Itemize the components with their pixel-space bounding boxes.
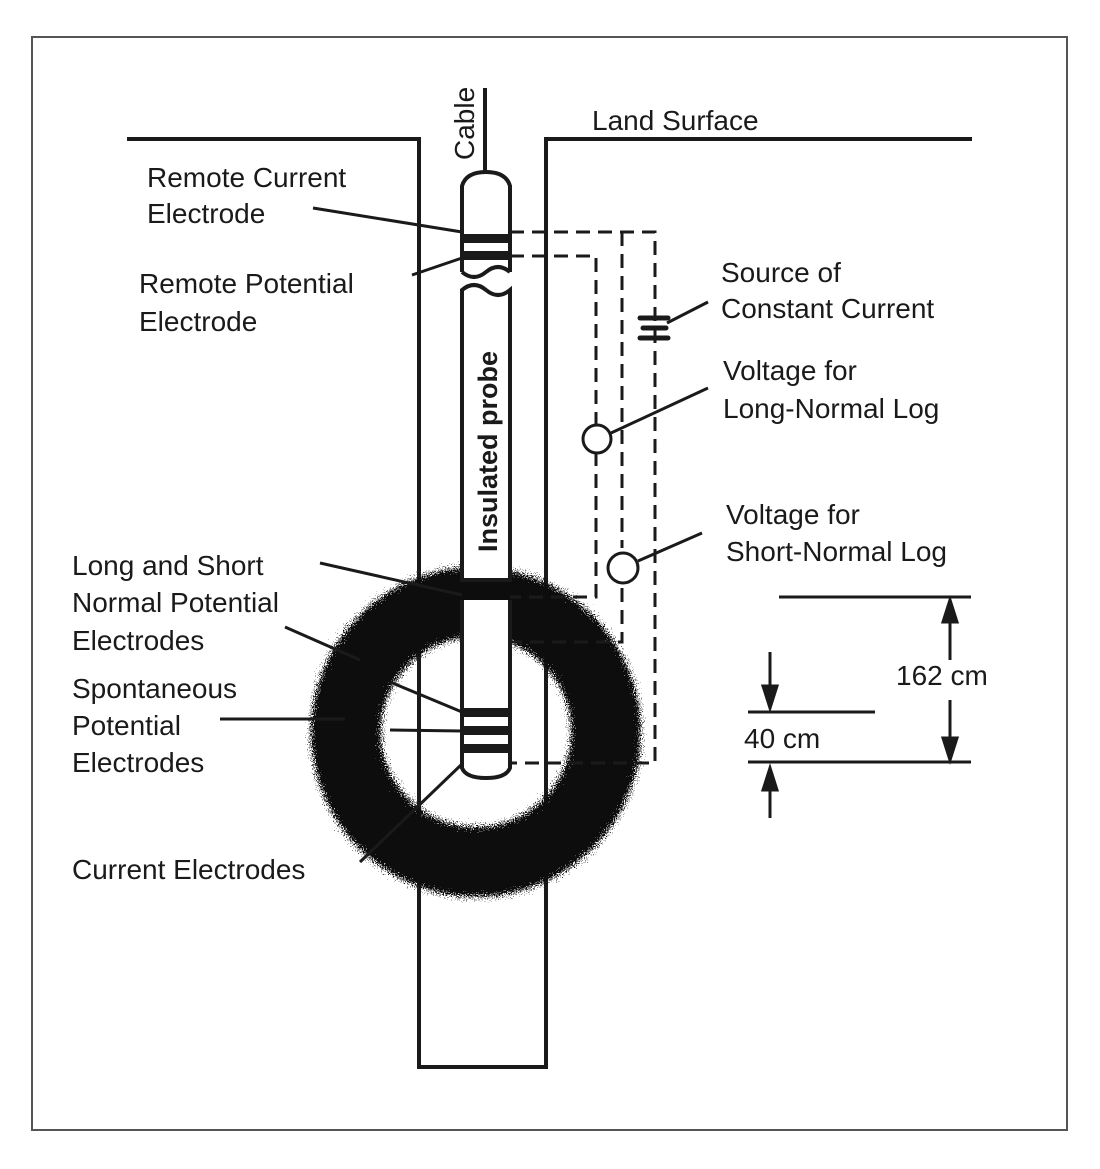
current-electrode: [462, 744, 510, 753]
remote-current-label-2: Electrode: [147, 198, 265, 229]
long-short-label-2: Normal Potential: [72, 587, 279, 618]
remote-current-label-1: Remote Current: [147, 162, 346, 193]
insulated-probe-label: Insulated probe: [473, 351, 503, 552]
long-short-label-3: Electrodes: [72, 625, 204, 656]
voltmeter-long-icon: [581, 423, 613, 455]
spontaneous-label-3: Electrodes: [72, 747, 204, 778]
spontaneous-label-1: Spontaneous: [72, 673, 237, 704]
voltmeter-short-leader: [637, 531, 703, 563]
dimension-162-arrows: [940, 595, 960, 765]
normal-potential-electrode: [462, 708, 510, 717]
borehole: [127, 137, 972, 1069]
land-surface-left: [127, 137, 972, 1069]
source-label-1: Source of: [721, 257, 841, 288]
spontaneous-label-2: Potential: [72, 710, 181, 741]
voltage-short-label-2: Short-Normal Log: [726, 536, 947, 567]
voltmeter-long-leader: [610, 386, 709, 435]
leader-lines: [220, 206, 464, 864]
dimension-lines: [748, 595, 971, 764]
dimension-40-arrows: [760, 652, 780, 818]
current-electrodes-label: Current Electrodes: [72, 854, 305, 885]
sp-electrode: [462, 726, 510, 735]
voltmeter-short-icon: [606, 551, 640, 585]
dimension-40-label: 40 cm: [744, 723, 820, 754]
remote-potential-label-2: Electrode: [139, 306, 257, 337]
voltage-long-label-1: Voltage for: [723, 355, 857, 386]
battery-icon: [637, 315, 671, 341]
long-short-label-1: Long and Short: [72, 550, 264, 581]
remote-current-electrode: [462, 234, 510, 243]
probe-top: [460, 169, 512, 279]
source-label-2: Constant Current: [721, 293, 934, 324]
land-surface-label: Land Surface: [592, 105, 759, 136]
insulated-probe: [460, 283, 512, 582]
remote-potential-electrode: [462, 251, 510, 260]
dimension-162-label: 162 cm: [896, 660, 988, 691]
voltage-long-label-2: Long-Normal Log: [723, 393, 939, 424]
figure-frame: [31, 36, 1068, 1131]
remote-potential-label-1: Remote Potential: [139, 268, 354, 299]
voltage-short-label-1: Voltage for: [726, 499, 860, 530]
circuit-wires: [510, 230, 657, 765]
cable-label: Cable: [449, 87, 480, 160]
source-leader: [666, 300, 709, 325]
